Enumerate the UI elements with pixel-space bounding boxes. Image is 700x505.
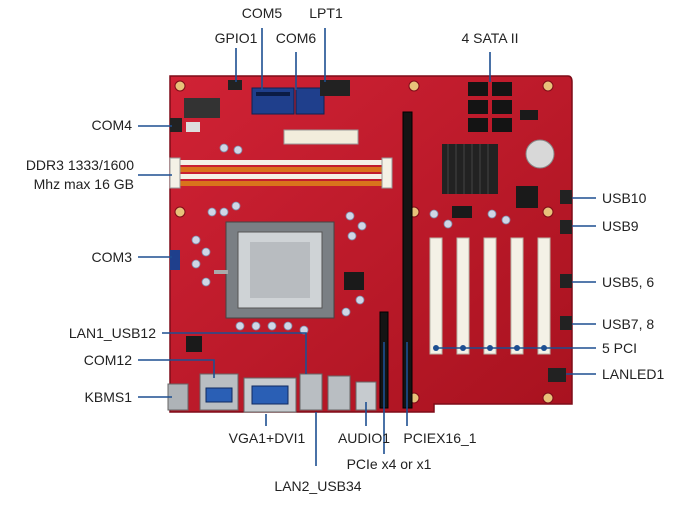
atx-power-connector <box>283 129 359 145</box>
label-pciex16: PCIEX16_1 <box>403 430 477 446</box>
dimm-slots <box>169 157 393 189</box>
label-lanled1: LANLED1 <box>602 366 665 382</box>
label-lpt1: LPT1 <box>309 5 343 21</box>
label-pcie-x4: PCIe x4 or x1 <box>346 456 432 472</box>
com4-header <box>170 118 182 132</box>
leader-dots <box>433 345 547 351</box>
right-headers <box>548 190 572 382</box>
label-usb9: USB9 <box>602 218 639 234</box>
onboard-chips <box>186 110 538 352</box>
label-sata: 4 SATA II <box>461 30 519 46</box>
label-kbms1: KBMS1 <box>84 389 132 405</box>
label-com6: COM6 <box>275 30 317 46</box>
com3-header <box>170 250 180 270</box>
cmos-battery <box>525 139 555 169</box>
label-com12: COM12 <box>83 352 132 368</box>
io-panel <box>167 373 377 413</box>
chipset-heatsink <box>442 144 498 194</box>
label-com4: COM4 <box>91 117 132 133</box>
label-usb78: USB7, 8 <box>602 316 655 332</box>
label-audio1: AUDIO1 <box>337 430 391 446</box>
label-com5: COM5 <box>241 5 283 21</box>
label-gpio1: GPIO1 <box>214 30 258 46</box>
label-com3: COM3 <box>91 249 132 265</box>
sata-ports <box>468 82 512 132</box>
cpu-socket <box>214 221 335 319</box>
label-usb10: USB10 <box>602 190 647 206</box>
label-pci5: 5 PCI <box>602 340 638 356</box>
top-headers <box>184 80 350 132</box>
label-ddr3-line1: DDR3 1333/1600 <box>25 157 134 173</box>
label-lan1-usb12: LAN1_USB12 <box>68 325 156 341</box>
label-usb56: USB5, 6 <box>602 274 655 290</box>
label-ddr3-line2: Mhz max 16 GB <box>33 176 134 192</box>
label-vga-dvi: VGA1+DVI1 <box>228 430 306 446</box>
label-lan2-usb34: LAN2_USB34 <box>274 478 362 494</box>
pci-slots <box>429 237 551 355</box>
capacitors <box>191 143 511 335</box>
